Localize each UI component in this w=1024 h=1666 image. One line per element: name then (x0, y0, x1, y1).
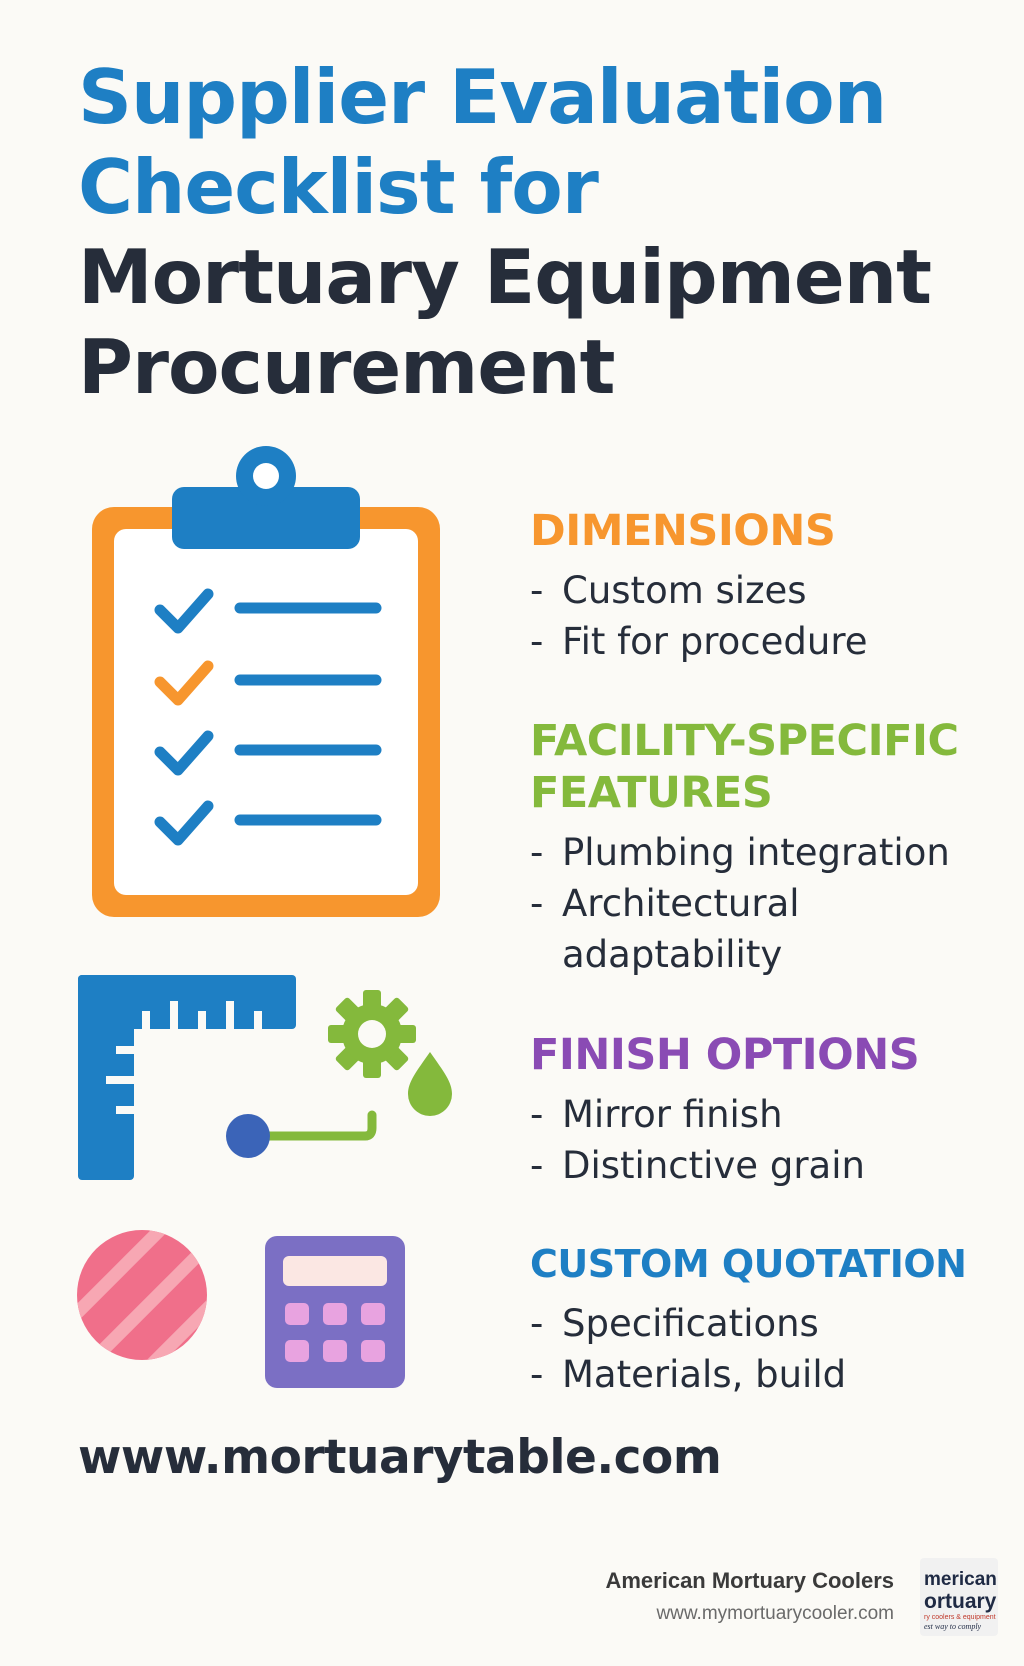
list-item: -Plumbing integration (530, 831, 950, 874)
list-item: -Distinctive grain (530, 1144, 865, 1187)
water-drop-icon (408, 1052, 452, 1116)
title-line-4: Procurement (78, 323, 615, 411)
svg-text:ry coolers & equipment: ry coolers & equipment (924, 1614, 996, 1621)
list-item: -Architectural adaptability (530, 882, 800, 976)
section-facility-features: FACILITY-SPECIFIC FEATURES -Plumbing int… (530, 715, 1000, 980)
page-title: Supplier Evaluation Checklist for Mortua… (78, 52, 998, 412)
section-list: -Plumbing integration -Architectural ada… (530, 827, 1000, 980)
calculator-icon (265, 1236, 405, 1388)
svg-text:merican: merican (924, 1569, 997, 1590)
illustration-area (77, 446, 452, 1388)
section-list: -Custom sizes -Fit for procedure (530, 565, 1000, 667)
ruler-icon (78, 975, 296, 1180)
section-finish-options: FINISH OPTIONS -Mirror finish -Distincti… (530, 1029, 1000, 1191)
section-heading: DIMENSIONS (530, 506, 836, 556)
title-line-3: Mortuary Equipment (78, 233, 932, 321)
section-heading: FACILITY-SPECIFIC FEATURES (530, 716, 959, 818)
brand-logo: merican ortuary ry coolers & equipment e… (920, 1558, 998, 1636)
list-item: -Fit for procedure (530, 620, 868, 663)
section-heading: CUSTOM QUOTATION (530, 1242, 967, 1286)
title-line-2: Checklist for (78, 143, 599, 231)
finish-swatch-icon (77, 1230, 207, 1360)
footer-brand-name: American Mortuary Coolers (605, 1568, 894, 1593)
plumbing-pipe-icon (226, 1110, 377, 1158)
clipboard-checklist-icon (92, 446, 440, 917)
gear-icon (328, 990, 416, 1078)
section-list: -Mirror finish -Distinctive grain (530, 1089, 1000, 1191)
list-item: -Materials, build (530, 1353, 847, 1396)
svg-text:est way to comply: est way to comply (924, 1622, 982, 1631)
list-item: -Mirror finish (530, 1093, 783, 1136)
section-list: -Specifications -Materials, build (530, 1298, 1000, 1400)
list-item: -Custom sizes (530, 569, 807, 612)
section-custom-quotation: CUSTOM QUOTATION -Specifications -Materi… (530, 1238, 1000, 1400)
logo-mark: merican ortuary ry coolers & equipment e… (924, 1569, 997, 1631)
footer-brand-url[interactable]: www.mymortuarycooler.com (656, 1603, 894, 1624)
list-item: -Specifications (530, 1302, 819, 1345)
svg-text:ortuary: ortuary (924, 1590, 997, 1613)
website-url[interactable]: www.mortuarytable.com (78, 1430, 722, 1485)
section-heading: FINISH OPTIONS (530, 1030, 920, 1080)
section-dimensions: DIMENSIONS -Custom sizes -Fit for proced… (530, 505, 1000, 667)
title-line-1: Supplier Evaluation (78, 53, 887, 141)
